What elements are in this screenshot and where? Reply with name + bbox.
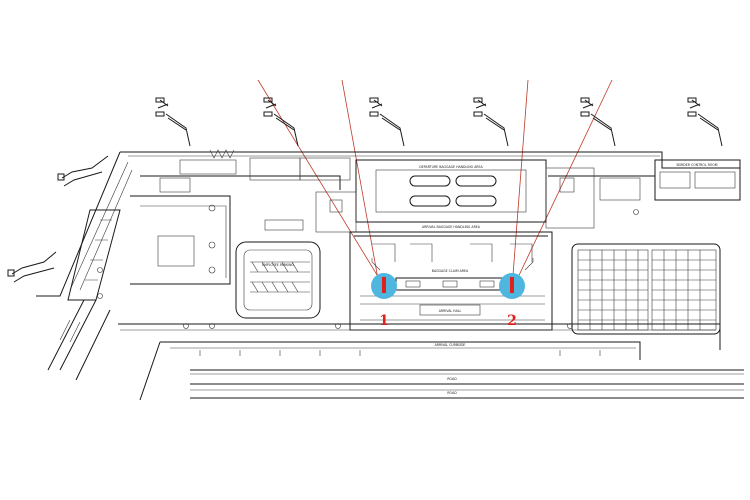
border-control-label: BORDER CONTROL ROOM bbox=[676, 163, 717, 167]
road-label-1: ROAD bbox=[447, 377, 457, 381]
roads: ARRIVAL CURBSIDE ROAD ROAD bbox=[47, 299, 744, 401]
marker-pin bbox=[510, 277, 514, 293]
apron-left bbox=[130, 195, 231, 285]
marker-number: 2 bbox=[507, 313, 517, 329]
arrival-baggage-label: ARRIVAL BAGGAGE HANDLING AREA bbox=[422, 225, 481, 229]
right-parking-lot bbox=[571, 243, 721, 335]
marker-1[interactable]: 1 bbox=[371, 273, 397, 329]
jet-bridges-left bbox=[7, 155, 109, 283]
arrival-hall-label: ARRIVAL HALL bbox=[439, 309, 462, 313]
service-blocks bbox=[264, 167, 641, 233]
sight-lines bbox=[257, 79, 613, 291]
baggage-claim-label: BAGGAGE CLAIM AREA bbox=[432, 269, 469, 273]
marker-number: 1 bbox=[379, 313, 389, 329]
employee-parking-label: EMPLOYEE PARKING bbox=[262, 263, 294, 267]
departure-baggage-label: DEPARTURE BAGGAGE HANDLING AREA bbox=[419, 165, 483, 169]
arrival-curbside-label: ARRIVAL CURBSIDE bbox=[435, 343, 466, 347]
upper-left-rooms bbox=[159, 149, 351, 193]
columns bbox=[97, 204, 639, 329]
marker-2[interactable]: 2 bbox=[499, 273, 525, 329]
road-label-2: ROAD bbox=[447, 391, 457, 395]
employee-parking: EMPLOYEE PARKING bbox=[235, 241, 321, 319]
baggage-handling-areas: DEPARTURE BAGGAGE HANDLING AREA ARRIVAL … bbox=[355, 159, 547, 229]
marker-pin bbox=[382, 277, 386, 293]
jet-bridges-top bbox=[155, 97, 723, 147]
border-control-building: BORDER CONTROL ROOM bbox=[654, 159, 741, 201]
